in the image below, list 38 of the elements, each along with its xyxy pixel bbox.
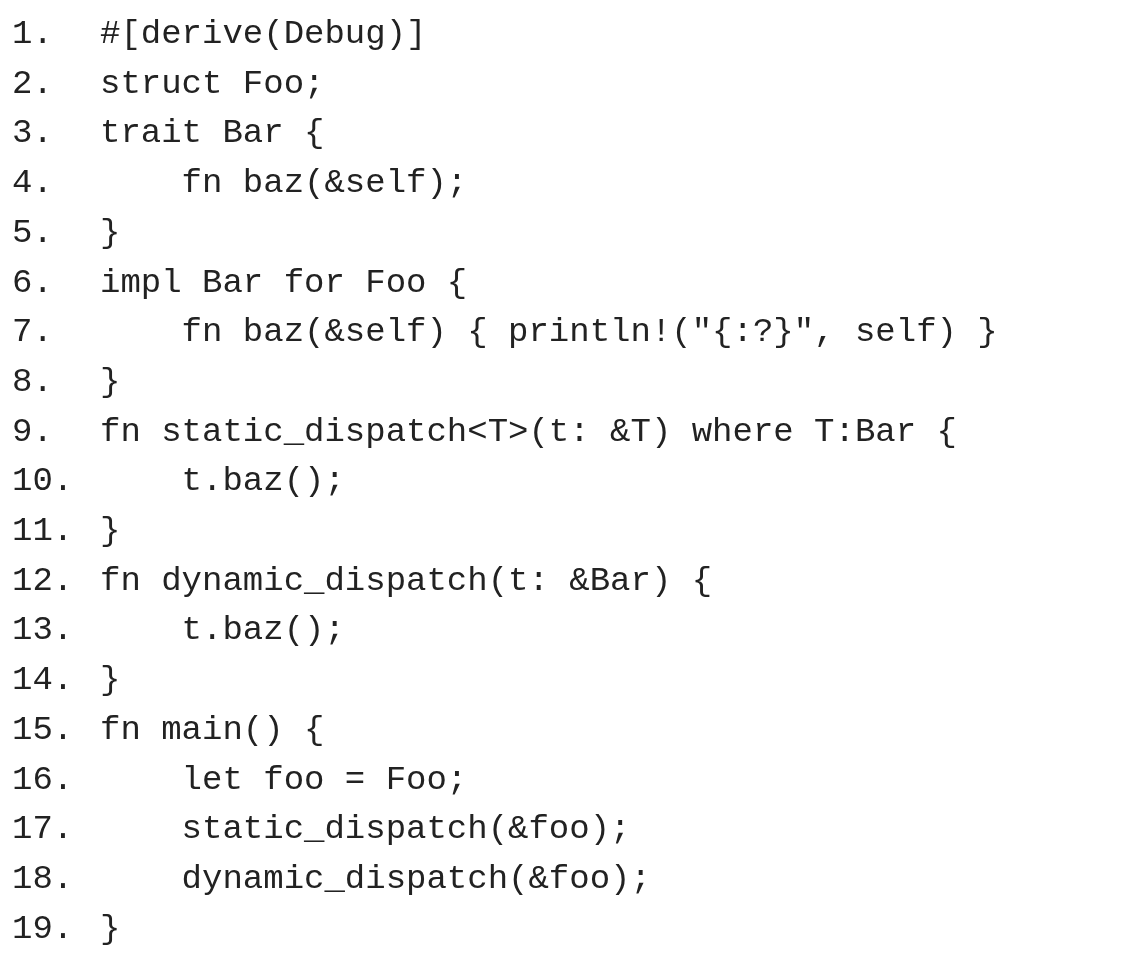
- code-line: fn baz(&self);: [180, 163, 468, 204]
- line-number: 2.: [12, 63, 53, 104]
- code-line: struct Foo;: [100, 63, 325, 104]
- code-line: fn main() {: [100, 709, 325, 750]
- code-line: fn dynamic_dispatch(t: &Bar) {: [100, 560, 713, 601]
- code-line: trait Bar {: [100, 113, 325, 154]
- code-line: fn baz(&self) { println!("{:?}", self) }: [180, 312, 998, 353]
- code-line: t.baz();: [180, 461, 345, 502]
- line-number: 18.: [12, 858, 74, 899]
- line-number: 17.: [12, 809, 74, 850]
- line-number: 5.: [12, 212, 53, 253]
- line-number: 13.: [12, 610, 74, 651]
- line-number: 14.: [12, 660, 74, 701]
- line-number: 16.: [12, 759, 74, 800]
- code-line: }: [100, 511, 121, 551]
- line-number: 9.: [12, 411, 53, 452]
- line-number: 6.: [12, 262, 53, 303]
- line-number: 4.: [12, 163, 53, 204]
- code-line: #[derive(Debug)]: [100, 14, 427, 54]
- code-line: t.baz();: [180, 610, 345, 651]
- line-number: 8.: [12, 361, 53, 402]
- code-line: }: [100, 660, 121, 701]
- code-line: }: [100, 212, 121, 253]
- code-line: dynamic_dispatch(&foo);: [180, 858, 651, 899]
- code-line: }: [100, 908, 121, 949]
- line-number: 1.: [12, 14, 53, 54]
- line-number: 7.: [12, 312, 53, 353]
- code-line: }: [100, 361, 121, 402]
- line-number: 19.: [12, 908, 74, 949]
- code-line: fn static_dispatch<T>(t: &T) where T:Bar {: [100, 411, 957, 452]
- code-line: let foo = Foo;: [180, 759, 468, 800]
- code-line: impl Bar for Foo {: [100, 262, 468, 303]
- line-number: 12.: [12, 560, 74, 601]
- code-line: static_dispatch(&foo);: [180, 809, 631, 850]
- line-number: 15.: [12, 709, 74, 750]
- line-number: 3.: [12, 113, 53, 154]
- line-number: 10.: [12, 461, 74, 502]
- line-number: 11.: [12, 511, 74, 551]
